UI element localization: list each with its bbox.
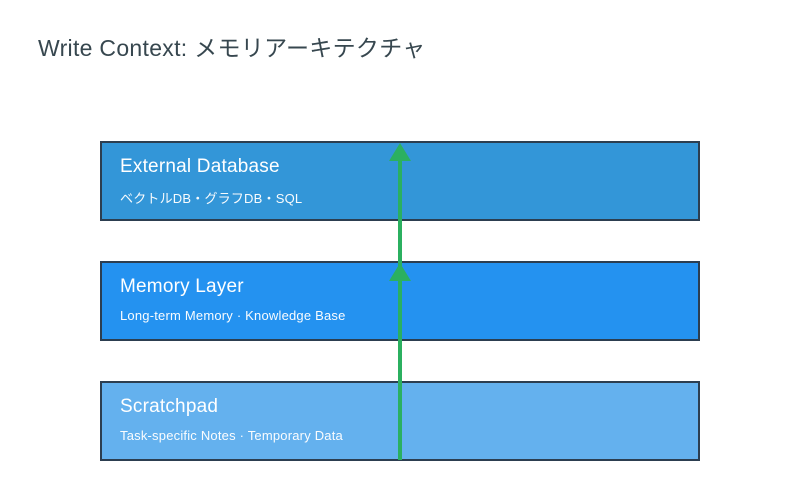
- layer-external-database: External Database ベクトルDB・グラフDB・SQL: [100, 141, 700, 221]
- layer-scratchpad-subtitle: Task-specific Notes · Temporary Data: [120, 427, 343, 443]
- layer-external-database-title: External Database: [120, 156, 280, 177]
- layer-memory-layer-title: Memory Layer: [120, 276, 244, 297]
- layer-scratchpad-title: Scratchpad: [120, 396, 219, 417]
- layer-scratchpad: Scratchpad Task-specific Notes · Tempora…: [100, 381, 700, 461]
- layer-memory-layer-subtitle: Long-term Memory · Knowledge Base: [120, 307, 346, 323]
- layer-external-database-subtitle: ベクトルDB・グラフDB・SQL: [120, 190, 303, 206]
- layer-memory-layer: Memory Layer Long-term Memory · Knowledg…: [100, 261, 700, 341]
- page-title: Write Context: メモリアーキテクチャ: [38, 35, 426, 61]
